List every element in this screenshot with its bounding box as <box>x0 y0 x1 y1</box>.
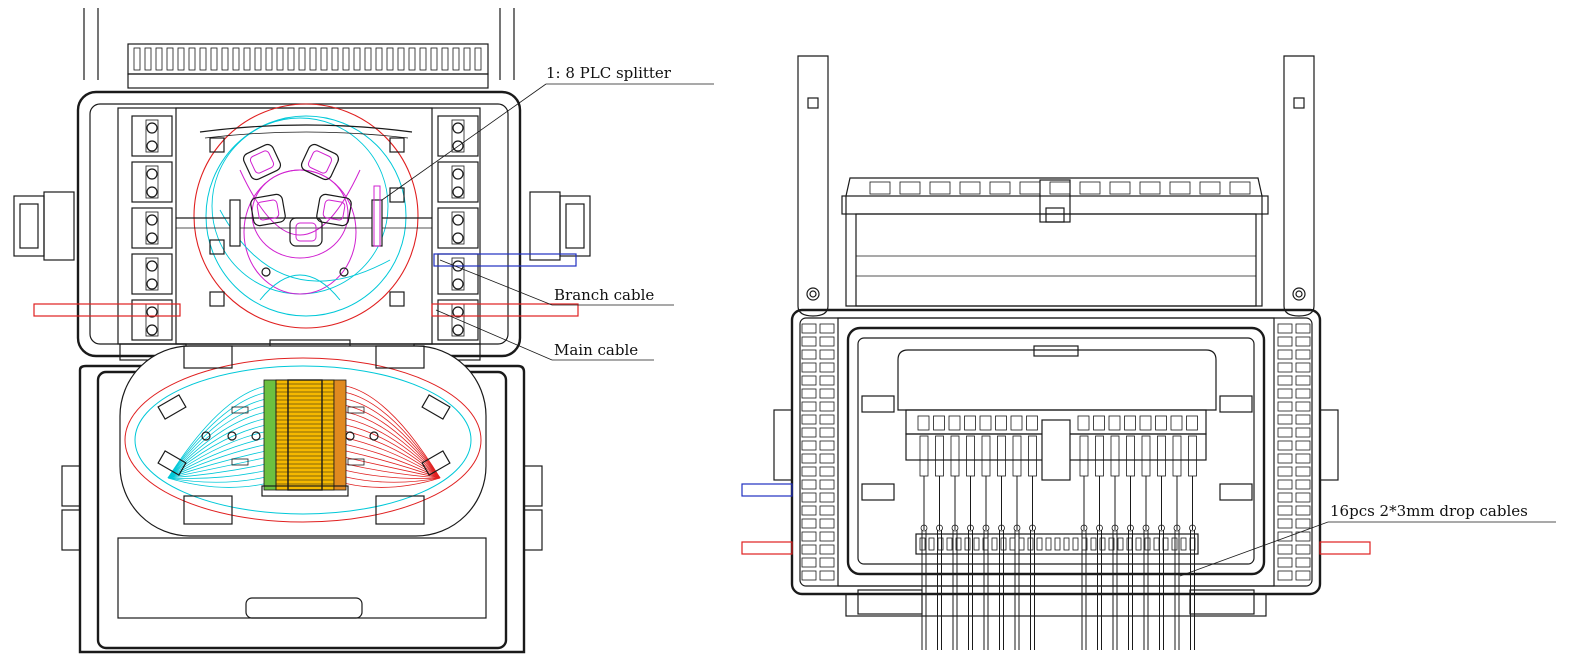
closed-main-cable-left <box>741 541 793 555</box>
adapter-stack <box>261 379 349 497</box>
adapter-bank <box>905 409 1207 530</box>
main-cable-left <box>33 303 181 317</box>
main-cable-label: Main cable <box>554 341 638 359</box>
splitter-tray <box>176 103 432 329</box>
splitter-label: 1: 8 PLC splitter <box>546 64 672 82</box>
top-comb-connector <box>127 43 489 89</box>
right-adapter-rail <box>437 115 479 341</box>
right-side-latch <box>529 191 591 261</box>
branch-cable-label: Branch cable <box>554 286 654 304</box>
left-hanger-arm <box>797 55 829 317</box>
closed-branch-cable <box>741 483 793 497</box>
branch-cable <box>433 253 577 267</box>
splice-tray <box>119 345 487 537</box>
left-side-latch <box>13 191 75 261</box>
main-cable-right <box>431 303 579 317</box>
leader-lines-left <box>381 83 714 361</box>
left-adapter-rail <box>131 115 173 341</box>
open-box-view: 1: 8 PLC splitter Branch cable Main cabl… <box>13 8 714 654</box>
closed-box-view: 16pcs 2*3mm drop cables <box>741 55 1556 650</box>
drop-cables <box>920 524 1196 650</box>
right-hanger-arm <box>1283 55 1315 317</box>
closed-main-cable-right <box>1319 541 1371 555</box>
drop-cables-label: 16pcs 2*3mm drop cables <box>1330 502 1528 520</box>
